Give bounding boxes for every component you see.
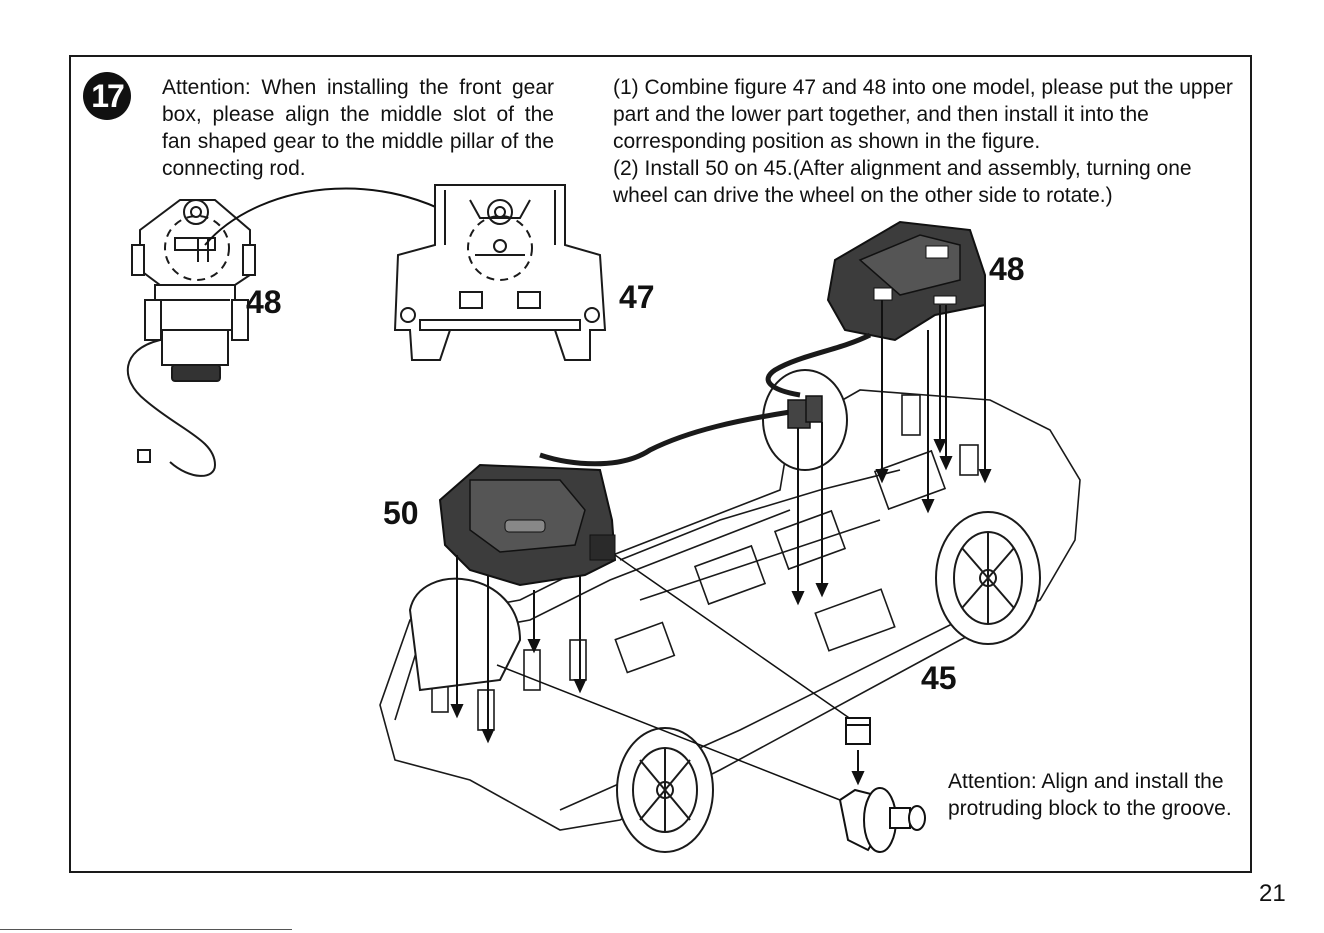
connecting-wire xyxy=(539,332,872,467)
step-frame xyxy=(69,55,1252,873)
front-left-wheel xyxy=(616,727,714,853)
gearbox-part-48-assembled xyxy=(826,220,986,342)
label-part-48-left: 48 xyxy=(246,284,282,320)
instruction-step-2: (2) Install 50 on 45.(After alignment an… xyxy=(613,157,1192,207)
rear-right-wheel xyxy=(935,511,1041,645)
step-number-badge: 17 xyxy=(83,72,131,120)
gearbox-part-50 xyxy=(438,463,617,587)
instruction-step-1: (1) Combine figure 47 and 48 into one mo… xyxy=(613,76,1233,153)
chassis-part-45 xyxy=(379,389,1081,831)
front-right-wheel-arch xyxy=(408,577,522,692)
page-number: 21 xyxy=(1259,880,1286,907)
attention-note-gear-box: Attention: When installing the front gea… xyxy=(162,76,554,180)
footer-rule xyxy=(0,929,292,930)
protruding-block-detail xyxy=(845,717,871,745)
part-47-front-view xyxy=(393,184,607,361)
attention-note-protruding-block: Attention: Align and install the protrud… xyxy=(948,770,1232,820)
groove-axle-detail xyxy=(838,787,926,853)
label-part-50: 50 xyxy=(383,495,419,531)
instruction-text: (1) Combine figure 47 and 48 into one mo… xyxy=(613,74,1243,209)
detail-leader-lines xyxy=(496,554,856,801)
label-part-45: 45 xyxy=(921,660,957,696)
label-part-47: 47 xyxy=(619,279,655,315)
part-48-side-view xyxy=(126,199,256,477)
label-part-48-right: 48 xyxy=(989,251,1025,287)
install-arrows xyxy=(450,300,992,786)
